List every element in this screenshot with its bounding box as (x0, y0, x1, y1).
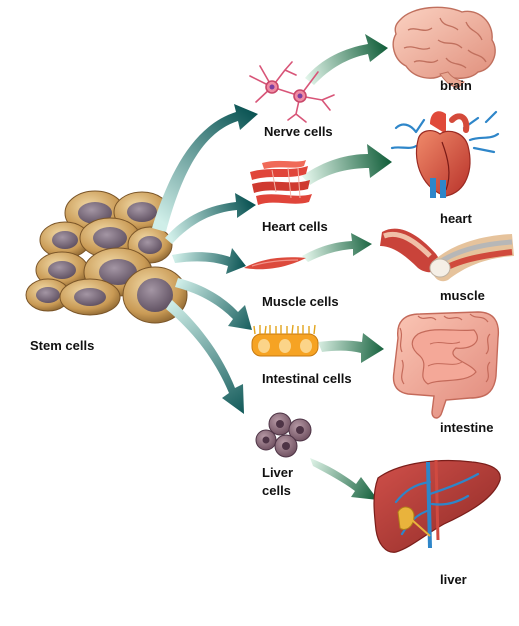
intestinal-cells-illustration (251, 324, 319, 357)
liver-cells-label-line2: cells (262, 483, 291, 498)
arrow-to-muscle-cells (172, 248, 246, 274)
arrow-to-liver-cells (166, 300, 244, 414)
liver-cells-label-line1: Liver (262, 465, 294, 480)
nerve-cells-label: Nerve cells (264, 124, 333, 139)
arrow-to-heart-cells (165, 193, 256, 244)
muscle-cell-illustration (244, 257, 306, 270)
arrow-to-liver (310, 458, 378, 500)
brain-illustration (392, 6, 496, 89)
arrow-to-intestine (318, 333, 384, 363)
muscle-illustration (380, 228, 514, 282)
muscle-label: muscle (440, 288, 485, 303)
liver-illustration (373, 459, 501, 553)
intestinal-cells-label: Intestinal cells (262, 371, 352, 386)
heart-illustration (390, 110, 500, 198)
heart-cells-label: Heart cells (262, 219, 328, 234)
intestine-label: intestine (440, 420, 494, 435)
nerve-cells-illustration (249, 61, 335, 123)
arrow-to-nerve-cells (152, 104, 258, 232)
liver-label: liver (440, 572, 467, 587)
intestine-illustration (392, 311, 500, 419)
stem-cells-label: Stem cells (30, 338, 95, 353)
arrow-to-intestinal-cells (175, 278, 252, 330)
arrow-to-heart (302, 144, 392, 185)
arrow-to-muscle (302, 233, 372, 262)
liver-cells-illustration (255, 412, 312, 458)
brain-label: brain (440, 78, 472, 93)
muscle-cells-label: Muscle cells (262, 294, 339, 309)
stem-cells-cluster (25, 190, 188, 324)
heart-cells-illustration (250, 160, 312, 205)
arrow-to-brain (305, 34, 388, 85)
heart-label: heart (440, 211, 472, 226)
